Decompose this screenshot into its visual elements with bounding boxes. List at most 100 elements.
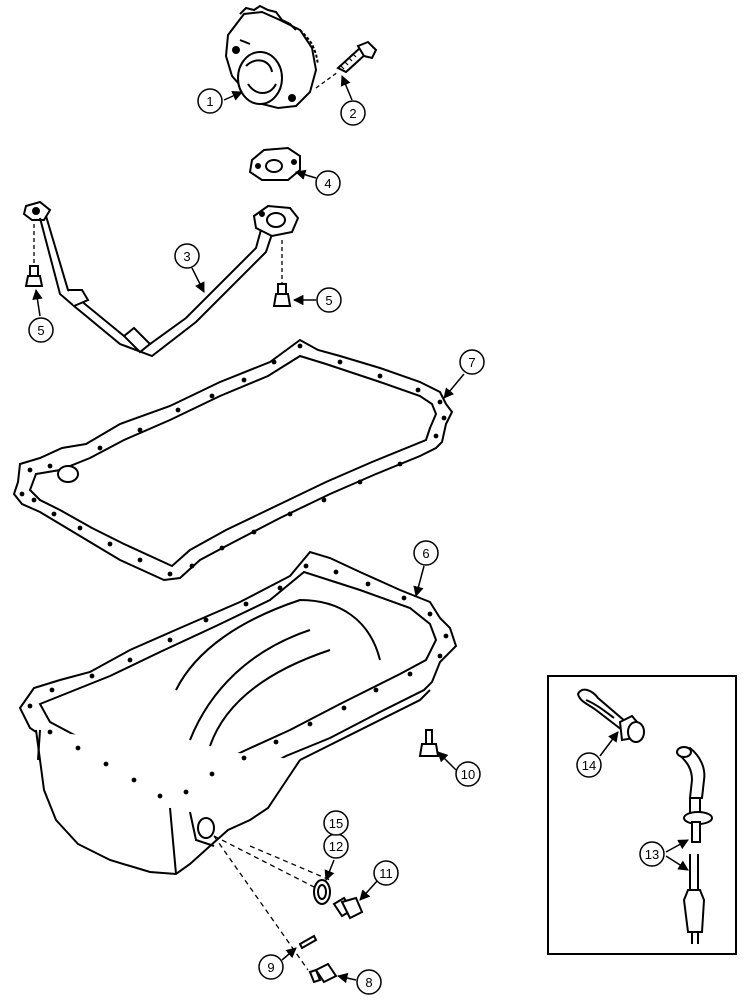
bolt-hole — [127, 657, 133, 663]
callout-12: 12 — [323, 833, 349, 859]
bolt-hole — [209, 393, 215, 399]
bolt-hole — [401, 595, 407, 601]
gasket-holes — [19, 343, 447, 577]
callout-label: 11 — [379, 866, 393, 881]
bolt-hole — [297, 343, 303, 349]
gasket-small-icon — [248, 146, 301, 181]
callout-6: 6 — [413, 540, 439, 566]
callout-5b: 5 — [316, 287, 342, 313]
callout-label: 6 — [422, 546, 429, 561]
callout-label: 14 — [582, 758, 596, 773]
callout-label: 7 — [468, 355, 475, 370]
callout-label: 9 — [267, 960, 274, 975]
bolt-hole — [373, 687, 379, 693]
fitting-icon — [308, 962, 338, 984]
callout-label: 2 — [349, 106, 356, 121]
suction-tube-icon — [22, 200, 300, 358]
callout-label: 15 — [329, 816, 343, 831]
leader-dashes — [213, 835, 331, 971]
bolt-hole — [89, 673, 95, 679]
bolt-hole — [437, 653, 443, 659]
bolt-hole — [107, 541, 113, 547]
bolt-hole — [437, 399, 443, 405]
bolt-hole — [167, 637, 173, 643]
pan-holes — [27, 563, 449, 799]
bolt-hole — [157, 793, 163, 799]
bolt-hole — [241, 755, 247, 761]
bolt-hole — [341, 705, 347, 711]
bolt-hole — [243, 601, 249, 607]
bolt-hole — [365, 581, 371, 587]
washer-icon — [313, 879, 331, 905]
bolt-hole — [47, 463, 53, 469]
bolt-hole — [27, 703, 33, 709]
callout-label: 12 — [329, 839, 343, 854]
callout-1: 1 — [197, 88, 223, 114]
bolt-hole — [321, 497, 327, 503]
callout-label: 4 — [324, 176, 331, 191]
callout-13: 13 — [639, 841, 665, 867]
drain-plug-icon — [332, 896, 364, 920]
bolt-hole — [203, 617, 209, 623]
bolt-hole — [31, 497, 37, 503]
callout-label: 13 — [645, 847, 659, 862]
bolt-hole — [251, 529, 257, 535]
callout-label: 5 — [325, 293, 332, 308]
bolt-hole — [167, 571, 173, 577]
bolt-hole — [407, 671, 413, 677]
bolt-hole — [49, 687, 55, 693]
callout-7: 7 — [459, 349, 485, 375]
pin-icon — [298, 934, 318, 950]
callout-10: 10 — [455, 761, 481, 787]
callout-5a: 5 — [28, 317, 54, 343]
bolt-hole — [19, 491, 25, 497]
callout-3: 3 — [174, 243, 200, 269]
bolt-hole — [183, 789, 189, 795]
bolt-hole — [357, 479, 363, 485]
callout-label: 5 — [37, 323, 44, 338]
dipstick-tube-icon — [676, 746, 713, 944]
bolt-hole — [97, 445, 103, 451]
bolt-hole — [287, 511, 293, 517]
bolt-hole — [427, 611, 433, 617]
callout-15: 15 — [323, 810, 349, 836]
bolt-hole — [51, 511, 57, 517]
bolt-hole — [397, 461, 403, 467]
bolt-hole — [277, 585, 283, 591]
callout-label: 8 — [365, 975, 372, 990]
bolt-hole — [27, 467, 33, 473]
bolt-hole — [441, 415, 447, 421]
bolt-hole — [77, 525, 83, 531]
callout-9: 9 — [258, 954, 284, 980]
bolt-hole — [137, 427, 143, 433]
bolt-hole — [209, 771, 215, 777]
bolt-hole — [337, 359, 343, 365]
bolt-hole — [443, 633, 449, 639]
bolt-hole — [131, 777, 137, 783]
oil-pump-icon — [224, 4, 319, 110]
bolt-hole — [219, 545, 225, 551]
heater-icon — [576, 688, 645, 743]
callout-11: 11 — [373, 860, 399, 886]
bolt-hole — [189, 563, 195, 569]
bolt-hole — [415, 387, 421, 393]
bolt-icon — [315, 40, 378, 89]
oil-pan-gasket-icon — [12, 338, 454, 582]
bolt-hole — [103, 761, 109, 767]
bolt-hole — [47, 729, 53, 735]
oil-pan-icon — [18, 550, 458, 876]
callout-label: 10 — [461, 767, 475, 782]
bolt-hole — [137, 557, 143, 563]
bolt-hole — [241, 377, 247, 383]
bolt-hole — [303, 563, 309, 569]
stud-icon — [418, 729, 440, 757]
callout-8: 8 — [356, 969, 382, 995]
bolt-hole — [271, 359, 277, 365]
bolt-hole — [75, 745, 81, 751]
leader-lines — [32, 75, 689, 984]
callout-label: 1 — [206, 94, 213, 109]
callout-2: 2 — [340, 100, 366, 126]
callout-14: 14 — [576, 752, 602, 778]
bolt-hole — [333, 569, 339, 575]
